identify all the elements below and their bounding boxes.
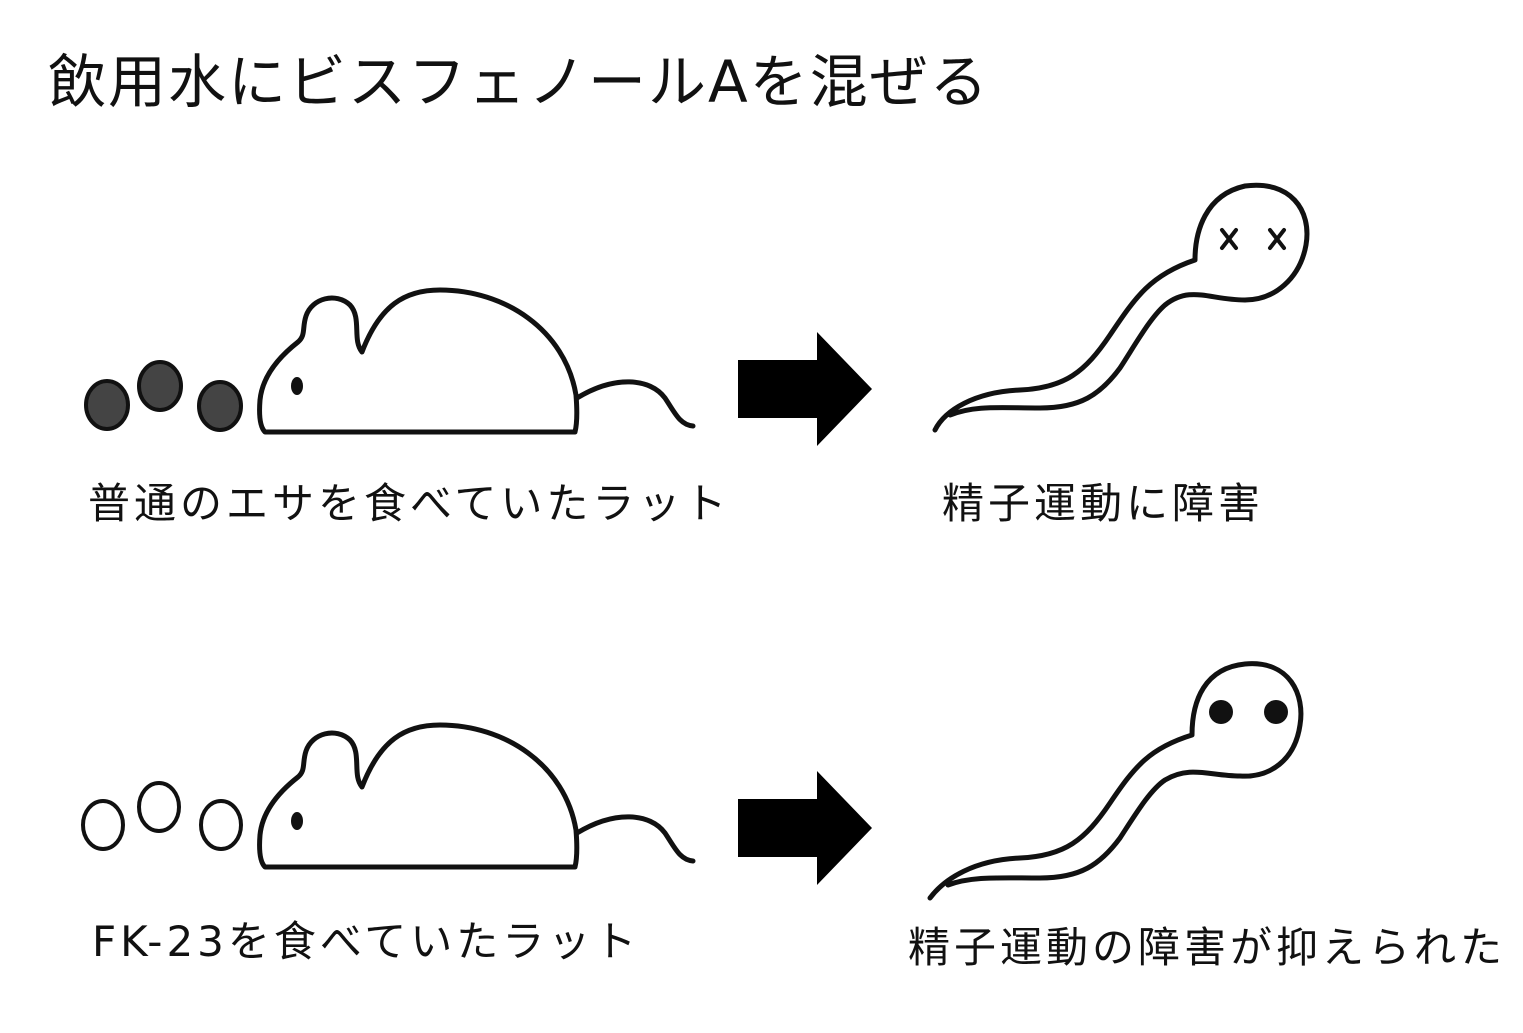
normal-feed-result-label: 精子運動に障害 (942, 479, 1265, 528)
pellet (199, 799, 243, 851)
pellet (137, 360, 183, 412)
pellet (197, 380, 243, 432)
arrow-icon (738, 332, 872, 446)
dot-eye (1209, 700, 1233, 724)
arrow-icon (738, 771, 872, 885)
pellet (81, 799, 125, 851)
fk23-rat-label: FK-23を食べていたラット (92, 917, 641, 966)
fk23-result-label: 精子運動の障害が抑えられた (908, 923, 1507, 972)
rat-icon (257, 722, 696, 870)
sperm-healthy-icon (927, 661, 1304, 901)
normal-feed-rat-label: 普通のエサを食べていたラット (88, 479, 731, 528)
rat-eye (291, 377, 303, 395)
dot-eye (1264, 700, 1288, 724)
sperm-impaired-icon (932, 182, 1310, 433)
x-eye (1220, 228, 1286, 250)
rat-icon (257, 287, 696, 435)
pellets-hollow (81, 781, 243, 851)
pellet (84, 379, 130, 431)
diagram-title: 飲用水にビスフェノールAを混ぜる (48, 48, 990, 116)
pellets-filled (84, 360, 243, 432)
pellet (137, 781, 181, 833)
rat-eye (291, 812, 303, 830)
